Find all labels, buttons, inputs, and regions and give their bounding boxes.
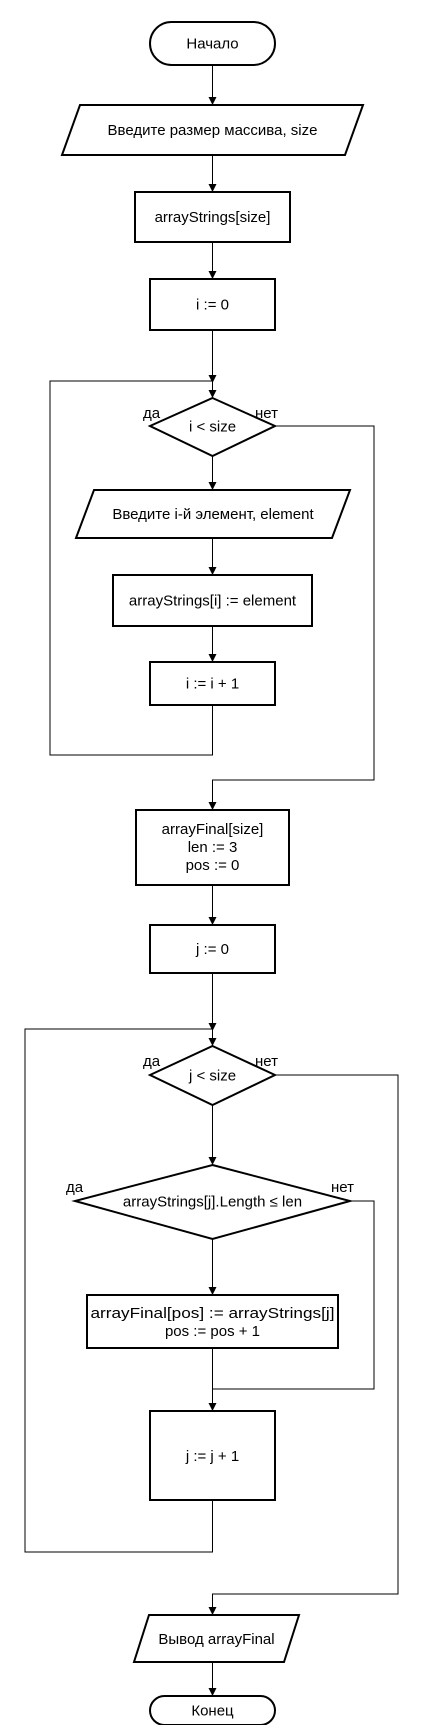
end-node: Конец bbox=[149, 1695, 276, 1725]
input-element-label: Введите i-й элемент, element bbox=[112, 506, 314, 523]
declare-strings-label: arrayStrings[size] bbox=[155, 209, 271, 226]
arrowhead bbox=[208, 375, 217, 383]
cond-length-label: arrayStrings[j].Length ≤ len bbox=[123, 1194, 302, 1211]
declare-final-line-3: pos := 0 bbox=[186, 857, 240, 874]
cond-length-no-label: нет bbox=[331, 1179, 354, 1196]
assign-element-node: arrayStrings[i] := element bbox=[112, 574, 313, 627]
cond-j-no-label: нет bbox=[255, 1053, 278, 1070]
increment-j-node: j := j + 1 bbox=[149, 1410, 276, 1501]
cond-i-node: i < size bbox=[147, 396, 278, 458]
arrowhead bbox=[208, 802, 217, 810]
arrowhead bbox=[208, 97, 217, 105]
edge-cond-j-no bbox=[212, 1074, 399, 1613]
start-label: Начало bbox=[186, 36, 238, 53]
input-element-node: Введите i-й элемент, element bbox=[74, 489, 352, 539]
input-size-node: Введите размер массива, size bbox=[60, 104, 365, 156]
arrowhead bbox=[208, 917, 217, 925]
arrowhead bbox=[208, 390, 217, 398]
cond-i-label: i < size bbox=[189, 419, 236, 436]
cond-length-node: arrayStrings[j].Length ≤ len bbox=[71, 1163, 354, 1241]
increment-i-label: i := i + 1 bbox=[186, 676, 239, 693]
declare-strings-node: arrayStrings[size] bbox=[134, 191, 291, 243]
arrowhead bbox=[208, 184, 217, 192]
init-i-label: i := 0 bbox=[196, 297, 229, 314]
output-node: Вывод arrayFinal bbox=[132, 1614, 301, 1663]
assign-final-line-2: pos := pos + 1 bbox=[165, 1323, 260, 1340]
edge-j-loop-back bbox=[24, 1028, 213, 1553]
arrowhead bbox=[208, 1023, 217, 1031]
edge-cond-length-no bbox=[212, 1200, 375, 1390]
start-node: Начало bbox=[149, 21, 276, 66]
arrowhead bbox=[208, 1403, 217, 1411]
input-size-label: Введите размер массива, size bbox=[108, 122, 318, 139]
arrowhead bbox=[208, 1607, 217, 1615]
edge-cond-i-no bbox=[212, 425, 375, 808]
cond-length-yes-label: да bbox=[66, 1179, 84, 1196]
increment-j-label: j := j + 1 bbox=[185, 1448, 239, 1465]
init-j-label: j := 0 bbox=[195, 941, 229, 958]
arrowhead bbox=[208, 271, 217, 279]
declare-final-node: arrayFinal[size] len := 3 pos := 0 bbox=[135, 809, 290, 886]
assign-element-label: arrayStrings[i] := element bbox=[129, 593, 297, 610]
cond-j-node: j < size bbox=[147, 1044, 278, 1107]
arrowhead bbox=[208, 1157, 217, 1165]
cond-j-yes-label: да bbox=[143, 1053, 161, 1070]
connectors bbox=[24, 65, 399, 1694]
arrowhead bbox=[208, 1038, 217, 1046]
arrowhead bbox=[208, 1287, 217, 1295]
arrowheads bbox=[208, 97, 217, 1696]
assign-final-node: arrayFinal[pos] := arrayStrings[j] pos :… bbox=[86, 1294, 339, 1349]
declare-final-line-2: len := 3 bbox=[188, 839, 238, 856]
arrowhead bbox=[208, 1688, 217, 1696]
output-label: Вывод arrayFinal bbox=[158, 1631, 274, 1648]
increment-i-node: i := i + 1 bbox=[149, 661, 276, 706]
edge-i-loop-back bbox=[49, 380, 213, 756]
arrowhead bbox=[208, 482, 217, 490]
cond-j-label: j < size bbox=[188, 1068, 236, 1085]
end-label: Конец bbox=[191, 1703, 234, 1720]
cond-i-no-label: нет bbox=[255, 405, 278, 422]
init-j-node: j := 0 bbox=[149, 924, 276, 974]
declare-final-line-1: arrayFinal[size] bbox=[162, 821, 264, 838]
arrowhead bbox=[208, 654, 217, 662]
init-i-node: i := 0 bbox=[149, 278, 276, 331]
assign-final-line-1: arrayFinal[pos] := arrayStrings[j] bbox=[91, 1305, 335, 1322]
cond-i-yes-label: да bbox=[143, 405, 161, 422]
arrowhead bbox=[208, 567, 217, 575]
